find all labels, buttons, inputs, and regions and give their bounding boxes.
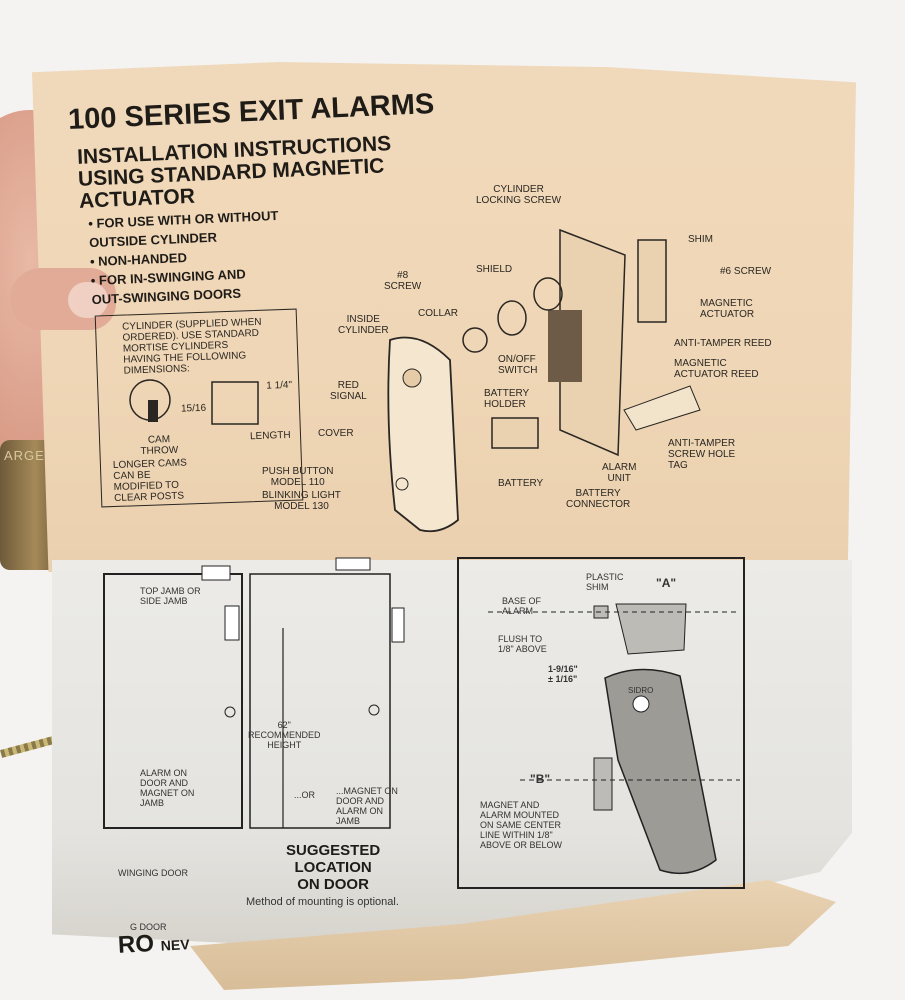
door-right-outline — [249, 573, 391, 829]
label-collar: COLLAR — [418, 308, 459, 319]
magnetic-actuator-drawing — [637, 239, 667, 323]
label-shield: SHIELD — [476, 264, 513, 275]
cam-arm — [148, 400, 158, 422]
mounting-detail-frame — [457, 557, 745, 889]
shield-drawing — [533, 277, 563, 311]
method-note: Method of mounting is optional. — [246, 896, 399, 908]
door-left-outline — [103, 573, 243, 829]
push-button-shape — [395, 477, 409, 491]
label-g-door: G DOOR — [130, 922, 167, 932]
alarm-cover-drawing — [387, 336, 459, 533]
brand-logo: RO NEV — [117, 930, 190, 959]
top-jamb-magnet — [335, 557, 371, 571]
label-or: ...OR — [294, 790, 316, 800]
label-anti-tamper-reed: ANTI-TAMPER REED — [674, 338, 772, 349]
magnet-right — [391, 607, 405, 643]
red-signal-shape — [402, 368, 422, 388]
alarm-mount-hole — [632, 695, 650, 713]
label-b-mark: "B" — [530, 772, 551, 786]
battery-drawing — [491, 417, 539, 449]
speaker-grille — [548, 310, 582, 382]
label-sidro: SIDRO — [628, 686, 654, 695]
label-battery: BATTERY — [498, 478, 544, 489]
label-shim: SHIM — [688, 234, 713, 245]
instruction-sheet-bottom — [52, 560, 852, 950]
door-knob-left — [224, 706, 236, 718]
alarm-body-drawing — [604, 668, 717, 875]
label-a-mark: "A" — [656, 576, 677, 590]
label-swinging-door: WINGING DOOR — [118, 868, 188, 878]
collar-drawing — [497, 300, 527, 336]
inside-cylinder-drawing — [462, 327, 488, 353]
anti-tamper-tag — [623, 385, 701, 431]
cylinder-side-view — [211, 381, 259, 425]
label-6-screw: #6 SCREW — [720, 266, 772, 277]
label-cover: COVER — [318, 428, 354, 439]
top-jamb-alarm — [201, 565, 231, 581]
magnet-left — [224, 605, 240, 641]
thumbnail — [68, 282, 108, 318]
magnet-b-drawing — [593, 757, 613, 811]
door-knob-right — [368, 704, 380, 716]
label-dimension: 1-9/16"± 1/16" — [548, 664, 578, 684]
alarm-base-drawing — [615, 603, 687, 655]
